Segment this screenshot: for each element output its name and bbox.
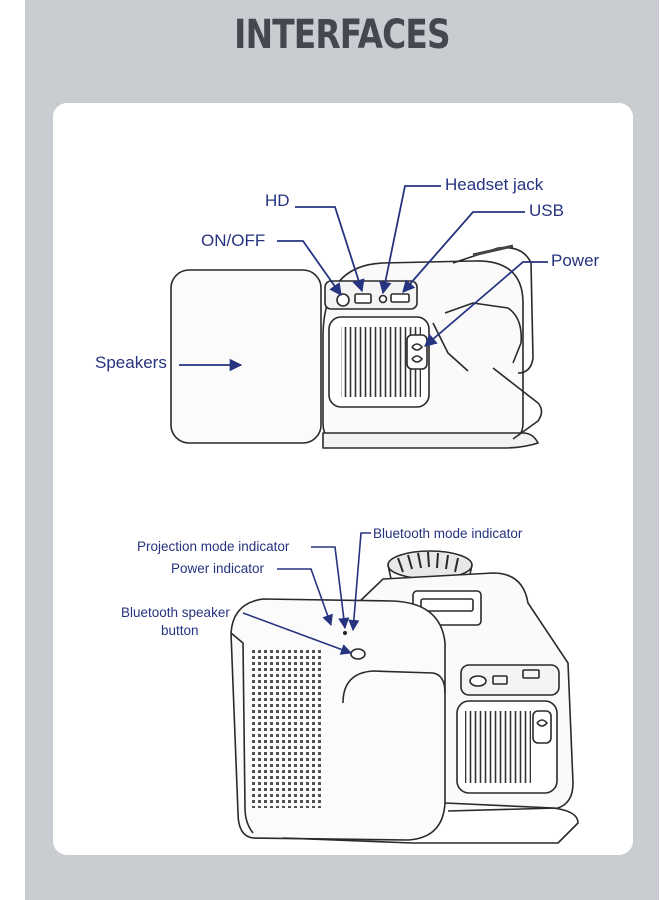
page: INTERFACES xyxy=(25,0,659,900)
projector-front-view xyxy=(230,550,579,844)
label-bluetooth-speaker-button-line2: button xyxy=(161,623,199,638)
label-power-indicator: Power indicator xyxy=(171,561,265,576)
leader-bluetooth-mode xyxy=(348,532,371,632)
page-title: INTERFACES xyxy=(234,12,450,58)
leader-projection-mode xyxy=(311,546,350,630)
label-speakers: Speakers xyxy=(95,353,167,372)
leader-power xyxy=(424,261,548,347)
leader-headset-jack xyxy=(379,185,441,295)
label-usb: USB xyxy=(529,201,564,220)
stand xyxy=(322,432,539,449)
label-bluetooth-mode-indicator: Bluetooth mode indicator xyxy=(373,526,523,541)
leader-usb xyxy=(402,211,525,293)
usb-port xyxy=(390,293,410,303)
diagram-illustration xyxy=(170,185,579,844)
leader-hd xyxy=(295,206,365,293)
label-on-off: ON/OFF xyxy=(201,231,266,250)
on-off-button xyxy=(336,293,350,307)
leader-bluetooth-button xyxy=(242,612,353,655)
hd-port xyxy=(354,293,372,304)
power-socket xyxy=(406,334,428,370)
label-headset-jack: Headset jack xyxy=(445,175,544,194)
projector-rear-view xyxy=(170,244,543,449)
leader-power-indicator xyxy=(277,568,333,627)
indicator-dot xyxy=(342,630,348,636)
diagram-card: HD Headset jack USB ON/OFF Power Speaker… xyxy=(53,103,633,855)
label-bluetooth-speaker-button-line1: Bluetooth speaker xyxy=(121,605,230,620)
bluetooth-speaker-button xyxy=(350,648,366,660)
speaker-panel xyxy=(170,269,322,444)
label-hd: HD xyxy=(265,191,290,210)
headset-jack-port xyxy=(378,294,388,304)
label-projection-mode-indicator: Projection mode indicator xyxy=(137,539,290,554)
label-power: Power xyxy=(551,251,600,270)
leader-on-off xyxy=(277,240,342,297)
